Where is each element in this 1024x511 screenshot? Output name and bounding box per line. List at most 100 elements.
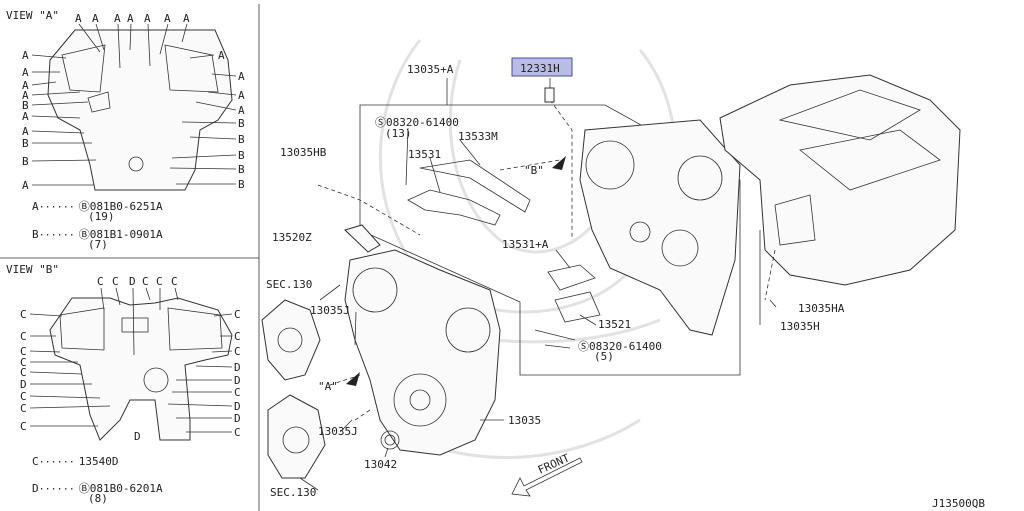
view-a-letter: A bbox=[22, 125, 29, 138]
view-a-letter: A bbox=[22, 49, 29, 62]
view-a-letter: A bbox=[183, 12, 190, 25]
view-b-letter: C bbox=[20, 345, 27, 358]
view-b-letter: D bbox=[129, 275, 136, 288]
view-a-letter: B bbox=[238, 117, 245, 130]
view-b-letter: C bbox=[97, 275, 104, 288]
view-b-cover-outline bbox=[49, 297, 233, 441]
view-a-letter: A bbox=[92, 12, 99, 25]
view-a-title: VIEW "A" bbox=[6, 9, 59, 22]
view-b-letter: C bbox=[234, 330, 241, 343]
callout-13035h[interactable]: 13035H bbox=[780, 320, 820, 333]
view-a-letter: A bbox=[164, 12, 171, 25]
view-b-letter: C bbox=[234, 345, 241, 358]
view-a-letter: B bbox=[238, 149, 245, 162]
view-a-letter: A bbox=[127, 12, 134, 25]
view-b-letter: C bbox=[20, 390, 27, 403]
diagram-id: J13500QB bbox=[932, 497, 985, 510]
view-a-letter: A bbox=[238, 104, 245, 117]
rear-timing-cover bbox=[579, 119, 741, 336]
view-b-legend-d-qty: (8) bbox=[88, 492, 108, 505]
view-a-legend-a: A······Ⓑ081B0-6251A bbox=[32, 200, 163, 213]
callout-qty-5: (5) bbox=[594, 350, 614, 363]
gasket-13520z bbox=[344, 224, 381, 253]
view-b-letter: D bbox=[234, 374, 241, 387]
view-b-letter: D bbox=[234, 400, 241, 413]
view-a-letter: A bbox=[22, 89, 29, 102]
view-b-panel: VIEW "B" C C D C C C C C C C C D C C C C… bbox=[6, 263, 241, 505]
callout-13531[interactable]: 13531 bbox=[408, 148, 441, 161]
view-a-letter: B bbox=[22, 155, 29, 168]
callout-view-b: "B" bbox=[524, 164, 544, 177]
chain-guide-13531 bbox=[407, 189, 501, 226]
view-b-title: VIEW "B" bbox=[6, 263, 59, 276]
callout-13521[interactable]: 13521 bbox=[598, 318, 631, 331]
callout-12331h[interactable]: 12331H bbox=[520, 62, 560, 75]
view-b-letter: C bbox=[234, 426, 241, 439]
callout-13520z[interactable]: 13520Z bbox=[272, 231, 312, 244]
oil-seal-13042 bbox=[380, 430, 400, 450]
view-a-letter: A bbox=[238, 70, 245, 83]
assembly-box bbox=[359, 104, 741, 376]
part-12331h-highlight[interactable] bbox=[511, 57, 573, 77]
view-a-letter: A bbox=[22, 79, 29, 92]
callout-13035a[interactable]: 13035+A bbox=[407, 63, 454, 76]
view-b-letter: C bbox=[171, 275, 178, 288]
view-b-letter: C bbox=[234, 308, 241, 321]
callout-qty-13: (13) bbox=[385, 127, 412, 140]
chain-guide-13521 bbox=[554, 291, 601, 323]
callout-08320-61400-bottom[interactable]: Ⓢ08320-61400 bbox=[578, 340, 662, 353]
view-a-cover-outline bbox=[47, 29, 233, 191]
callout-13533m[interactable]: 13533M bbox=[458, 130, 498, 143]
view-a-legend-b-qty: (7) bbox=[88, 238, 108, 251]
callout-13035j-lower[interactable]: 13035J bbox=[318, 425, 358, 438]
view-a-legend-a-qty: (19) bbox=[88, 210, 115, 223]
view-a-letter: A bbox=[114, 12, 121, 25]
callout-sec130-upper[interactable]: SEC.130 bbox=[266, 278, 312, 291]
view-b-letter: D bbox=[234, 412, 241, 425]
view-a-letter: B bbox=[238, 133, 245, 146]
view-a-letter: B bbox=[22, 99, 29, 112]
view-a-letter: A bbox=[238, 89, 245, 102]
arrow-view-a bbox=[346, 372, 360, 386]
view-a-letter: A bbox=[144, 12, 151, 25]
view-b-letter: C bbox=[20, 308, 27, 321]
sec130-lower-cover bbox=[267, 394, 326, 479]
view-a-letter: A bbox=[218, 49, 225, 62]
callout-13035j-upper[interactable]: 13035J bbox=[310, 304, 350, 317]
view-b-letter: C bbox=[234, 386, 241, 399]
front-timing-cover bbox=[344, 249, 501, 456]
chain-guide-13531a bbox=[547, 264, 596, 291]
callout-13042[interactable]: 13042 bbox=[364, 458, 397, 471]
view-a-legend-b: B······Ⓑ081B1-0901A bbox=[32, 228, 163, 241]
callout-08320-61400-top[interactable]: Ⓢ08320-61400 bbox=[375, 116, 459, 129]
view-b-letter: C bbox=[156, 275, 163, 288]
view-a-letter: B bbox=[22, 137, 29, 150]
view-b-letter: D bbox=[234, 361, 241, 374]
callout-13035[interactable]: 13035 bbox=[508, 414, 541, 427]
callout-13531a[interactable]: 13531+A bbox=[502, 238, 549, 251]
main-diagram: 12331H 13035+A Ⓢ08320-61400 (13) 13533M … bbox=[261, 57, 985, 510]
callout-13035hb[interactable]: 13035HB bbox=[280, 146, 327, 159]
view-b-letter: D bbox=[20, 378, 27, 391]
chain-guide-13533m bbox=[419, 159, 531, 213]
callout-view-a: "A" bbox=[318, 380, 338, 393]
front-arrow bbox=[511, 457, 583, 497]
view-a-letter: A bbox=[22, 110, 29, 123]
view-b-letter: D bbox=[134, 430, 141, 443]
view-b-legend-c: C······13540D bbox=[32, 455, 119, 468]
view-a-letter: A bbox=[22, 179, 29, 192]
view-b-letter: C bbox=[112, 275, 119, 288]
arrow-view-b bbox=[552, 156, 566, 170]
callout-sec130-lower[interactable]: SEC.130 bbox=[270, 486, 316, 499]
view-b-letter: C bbox=[142, 275, 149, 288]
view-a-letter: A bbox=[22, 66, 29, 79]
view-b-letter: C bbox=[20, 402, 27, 415]
view-b-letter: C bbox=[20, 420, 27, 433]
view-a-panel: VIEW "A" A A A A A A A A A A A B A A B B… bbox=[6, 9, 245, 251]
view-a-letter: B bbox=[238, 178, 245, 191]
view-b-letter: C bbox=[20, 356, 27, 369]
callout-13035ha[interactable]: 13035HA bbox=[798, 302, 845, 315]
view-a-letter: A bbox=[75, 12, 82, 25]
